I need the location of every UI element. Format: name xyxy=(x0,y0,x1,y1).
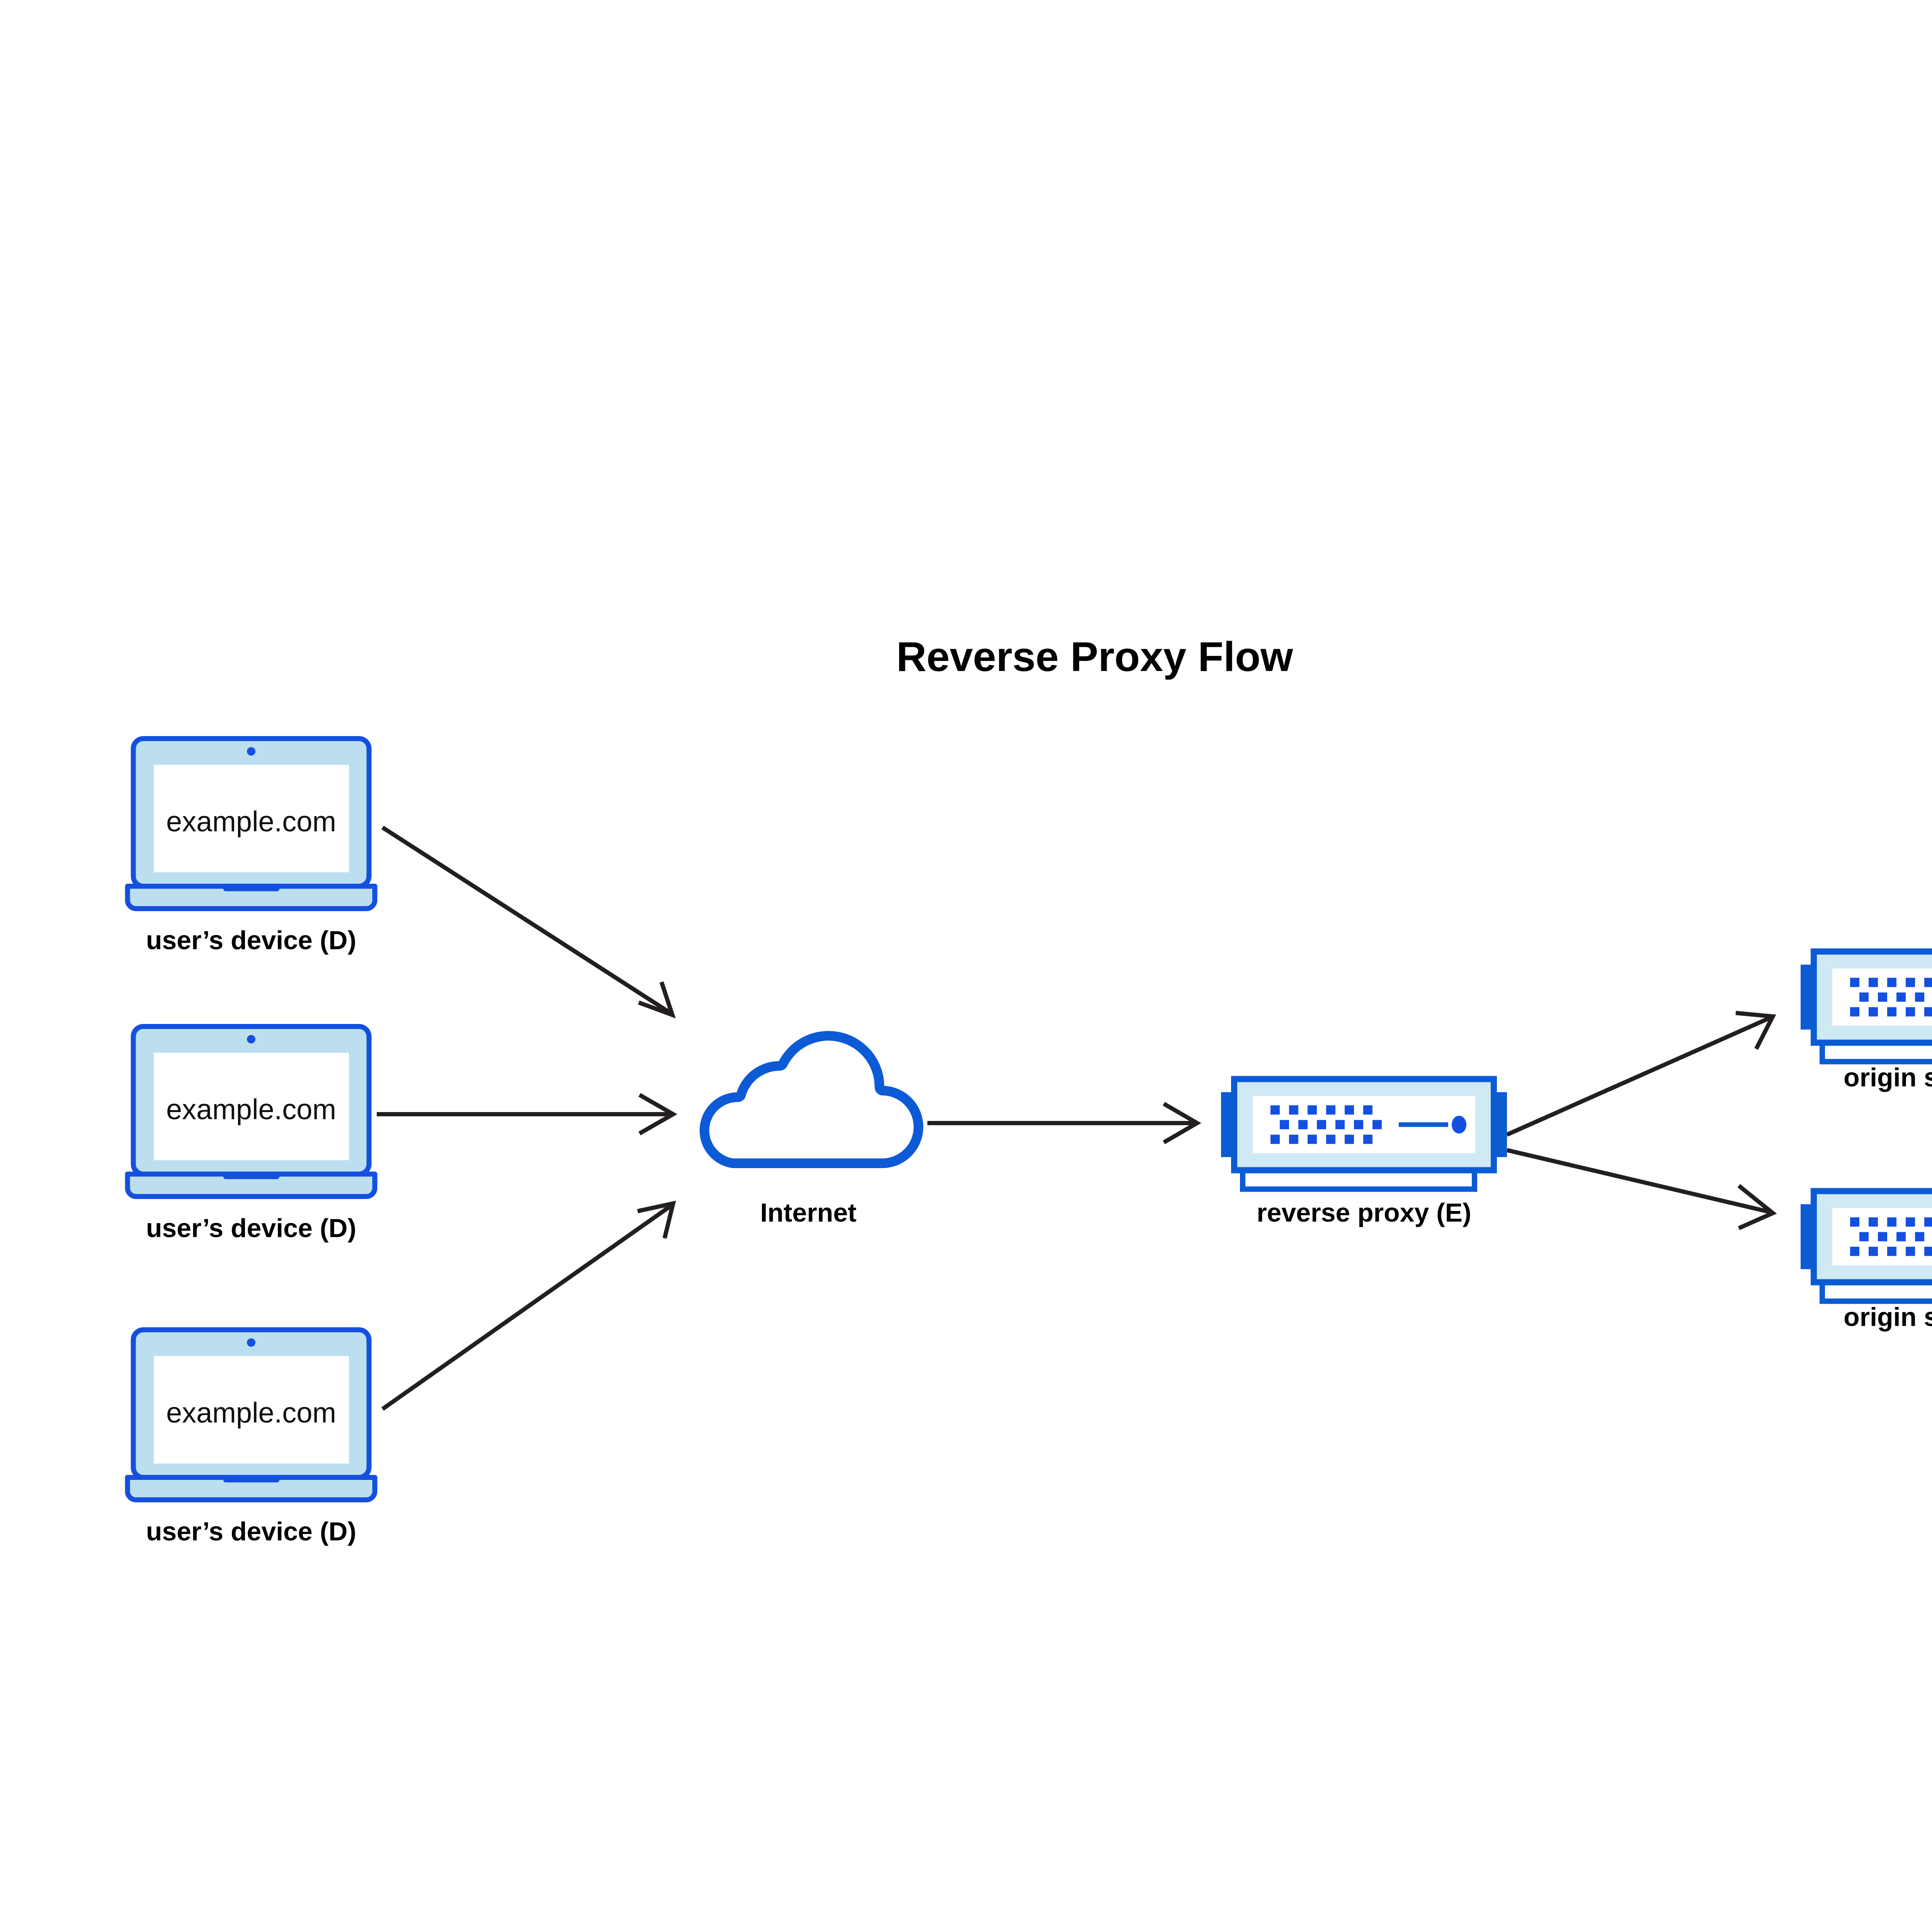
device-3-label: user’s device (D) xyxy=(146,1517,356,1546)
server-icon xyxy=(1801,1191,1932,1301)
edge-device3-to-internet xyxy=(381,1201,676,1411)
reverse-proxy-label: reverse proxy (E) xyxy=(1257,1198,1471,1228)
edge-proxy-to-origin2 xyxy=(1506,1148,1777,1230)
origin-server-2-label: origin server (F) xyxy=(1844,1303,1932,1332)
edge-device2-to-internet xyxy=(377,1093,678,1136)
diagram-canvas: Reverse Proxy Flow xyxy=(125,633,1932,1546)
node-user-device-1[interactable]: example.com user’s device (D) xyxy=(128,739,375,955)
page-title: Reverse Proxy Flow xyxy=(896,633,1293,680)
origin-server-1-label: origin server (F) xyxy=(1844,1063,1932,1092)
edge-proxy-to-origin1 xyxy=(1506,1011,1776,1137)
node-user-device-2[interactable]: example.com user’s device (D) xyxy=(128,1027,375,1243)
device-1-screen-text: example.com xyxy=(166,806,336,838)
node-reverse-proxy[interactable]: reverse proxy (E) xyxy=(1221,1079,1507,1228)
device-2-label: user’s device (D) xyxy=(146,1214,356,1243)
edge-device1-to-internet xyxy=(381,825,676,1019)
internet-label: Internet xyxy=(760,1198,856,1228)
node-origin-server-2[interactable]: origin server (F) xyxy=(1801,1191,1932,1332)
server-icon xyxy=(1221,1079,1507,1189)
cloud-icon xyxy=(704,1036,918,1163)
server-icon xyxy=(1801,952,1932,1062)
device-1-label: user’s device (D) xyxy=(146,926,356,955)
device-3-screen-text: example.com xyxy=(166,1397,336,1429)
node-internet[interactable]: Internet xyxy=(704,1036,918,1228)
edges-layer xyxy=(377,825,1777,1411)
edge-internet-to-proxy xyxy=(927,1102,1201,1145)
node-user-device-3[interactable]: example.com user’s device (D) xyxy=(128,1330,375,1546)
node-origin-server-1[interactable]: origin server (F) xyxy=(1801,952,1932,1092)
device-2-screen-text: example.com xyxy=(166,1094,336,1126)
